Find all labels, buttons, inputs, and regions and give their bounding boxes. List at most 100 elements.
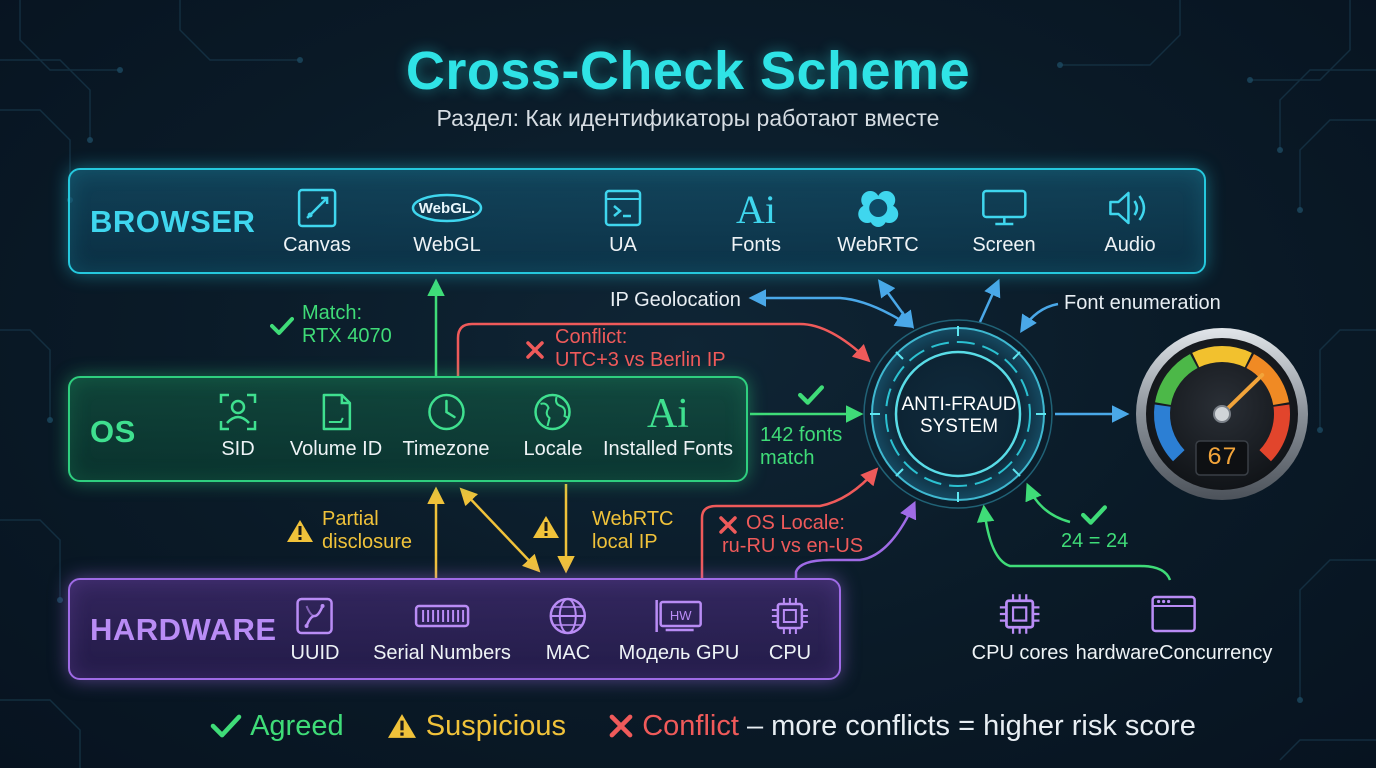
extra-label: hardwareConcurrency <box>1075 642 1273 664</box>
speaker-icon <box>1108 191 1145 225</box>
annotation-cores-match: 24 = 24 <box>1061 504 1128 553</box>
user-id-icon <box>219 393 257 431</box>
browser-item-label: Screen <box>972 234 1036 256</box>
page-title: Cross-Check Scheme <box>405 41 971 101</box>
clock-icon <box>427 393 465 431</box>
globe-icon <box>534 393 572 431</box>
browser-window-icon <box>1151 595 1197 633</box>
check-icon <box>210 714 242 738</box>
link-font-enumeration <box>1020 302 1059 333</box>
browser-item-label: WebGL <box>413 234 481 256</box>
extra-label: CPU cores <box>971 642 1069 664</box>
browser-layer-title: BROWSER <box>90 204 256 239</box>
browser-item-audio: Audio <box>1104 188 1156 257</box>
browser-item-label: Fonts <box>730 234 782 256</box>
warning-icon <box>533 516 559 538</box>
annotation-ip-geolocation: IP Geolocation <box>610 289 741 311</box>
network-globe-icon <box>549 597 587 635</box>
anti-fraud-line: SYSTEM <box>919 416 999 437</box>
monitor-icon <box>981 189 1027 226</box>
annotation-line: 24 = 24 <box>1061 530 1129 552</box>
os-item-timezone: Timezone <box>402 392 490 461</box>
chip-icon <box>1000 594 1040 634</box>
check-icon <box>270 317 294 335</box>
os-item-label: SID <box>221 438 255 460</box>
annotation-line: local IP <box>592 531 658 553</box>
hardware-item-serial-numbers: Serial Numbers <box>373 596 511 665</box>
hardware-item-label: MAC <box>545 642 591 664</box>
dna-icon <box>296 597 334 635</box>
cross-icon <box>609 714 633 738</box>
hardware-item-uuid: UUID <box>291 596 339 665</box>
hardware-item-cpu: CPU <box>769 596 811 665</box>
link-ip-geolocation <box>748 289 913 328</box>
browser-item-label: Canvas <box>283 234 351 256</box>
gpu-card-icon: HW <box>655 600 703 632</box>
font-ai-icon: Ai <box>736 188 776 228</box>
anti-fraud-line: ANTI-FRAUD <box>901 394 1017 415</box>
hardware-layer-title: HARDWARE <box>90 612 277 647</box>
annotation-timezone-conflict: Conflict:UTC+3 vs Berlin IP <box>525 326 726 372</box>
link-webrtc <box>877 279 915 329</box>
link-cores-match <box>976 504 1172 581</box>
legend-conflict: Conflict <box>642 709 739 742</box>
hardware-layer: HARDWARE UUID Serial Numbers MAC HW Моде… <box>68 578 841 680</box>
webrtc-icon <box>857 191 898 227</box>
os-item-sid: SID <box>218 392 258 461</box>
legend-agreed: Agreed <box>250 709 344 742</box>
chip-icon <box>771 598 808 634</box>
browser-item-webgl: WebGL. WebGL <box>410 188 484 257</box>
annotation-line: ru-RU vs en-US <box>722 535 864 557</box>
annotation-line: 142 fonts <box>760 424 843 446</box>
os-item-installed-fonts: Ai Installed Fonts <box>603 390 733 461</box>
annotation-line: WebRTC <box>592 508 674 530</box>
os-item-locale: Locale <box>523 392 583 461</box>
hardware-item-gpu-model: HW Модель GPU <box>619 596 739 665</box>
warning-icon <box>387 714 416 739</box>
check-icon <box>798 385 824 405</box>
link-screen <box>978 278 1001 323</box>
browser-item-screen: Screen <box>972 188 1036 257</box>
gauge-needle <box>1220 373 1265 416</box>
browser-layer: BROWSER Canvas WebGL. WebGL UA Ai Fonts … <box>68 168 1206 274</box>
hardware-item-label: Serial Numbers <box>373 642 511 664</box>
hardware-item-mac: MAC <box>546 596 590 665</box>
browser-item-label: UA <box>609 234 637 256</box>
annotation-line: Match: <box>302 302 363 324</box>
os-item-label: Installed Fonts <box>602 438 734 460</box>
link-cores-check <box>1025 482 1071 524</box>
barcode-icon <box>414 604 470 628</box>
check-icon <box>1081 505 1107 525</box>
annotation-line: Conflict: <box>555 326 628 348</box>
annotation-line: UTC+3 vs Berlin IP <box>555 349 726 371</box>
annotation-font-enumeration: Font enumeration <box>1064 292 1221 314</box>
link-os-locale-conflict <box>700 467 879 578</box>
cross-icon <box>526 341 544 359</box>
webgl-logo-text: WebGL. <box>419 200 475 217</box>
annotation-os-locale-conflict: OS Locale: ru-RU vs en-US <box>718 512 863 558</box>
annotation-line: OS Locale: <box>746 512 845 534</box>
link-timezone-conflict <box>456 322 871 376</box>
hardware-item-label: CPU <box>768 642 812 664</box>
annotation-gpu-match: Match:RTX 4070 <box>270 302 392 348</box>
os-item-volume-id: Volume ID <box>290 392 382 461</box>
os-item-label: Locale <box>523 438 583 460</box>
font-glyph: Ai <box>647 391 689 432</box>
anti-fraud-system-node <box>863 319 1053 509</box>
gpu-glyph: HW <box>670 608 692 623</box>
font-ai-icon: Ai <box>647 391 689 432</box>
os-item-label: Volume ID <box>289 438 383 460</box>
legend-suspicious: Suspicious <box>425 709 567 742</box>
browser-item-label: Audio <box>1104 234 1156 256</box>
warning-icon <box>287 520 313 542</box>
extra-cpu-cores: CPU cores <box>971 592 1069 665</box>
page-subtitle: Раздел: Как идентификаторы работают вмес… <box>436 105 940 131</box>
terminal-window-icon <box>604 189 642 227</box>
browser-item-webrtc: WebRTC <box>837 188 919 257</box>
font-glyph: Ai <box>736 188 776 228</box>
browser-item-canvas: Canvas <box>283 188 351 257</box>
